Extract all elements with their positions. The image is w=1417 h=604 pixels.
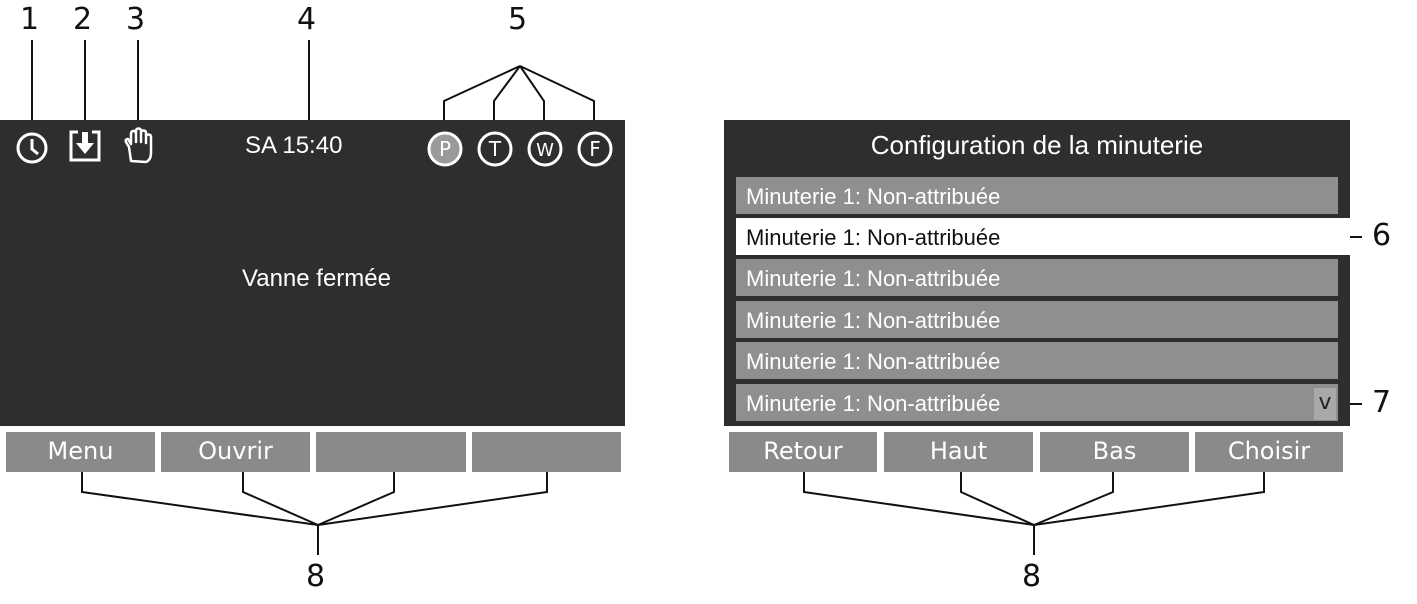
download-icon xyxy=(69,130,101,162)
list-item[interactable]: Minuterie 1: Non-attribuée xyxy=(736,259,1338,296)
callout-2: 2 xyxy=(73,2,93,37)
callout-7: 7 xyxy=(1372,385,1392,420)
callout-3: 3 xyxy=(126,2,146,37)
scroll-down-indicator[interactable]: v xyxy=(1314,388,1336,420)
mode-badge-w: W xyxy=(527,131,563,167)
softkey-retour[interactable]: Retour xyxy=(729,432,877,472)
softkey-haut[interactable]: Haut xyxy=(884,432,1033,472)
svg-text:F: F xyxy=(589,137,601,161)
mode-badge-p: P xyxy=(427,131,463,167)
list-item[interactable]: Minuterie 1: Non-attribuée xyxy=(736,177,1338,214)
list-item[interactable]: Minuterie 1: Non-attribuée xyxy=(736,342,1338,379)
clock-icon xyxy=(16,132,48,164)
svg-text:W: W xyxy=(536,140,554,161)
status-time: SA 15:40 xyxy=(245,132,343,159)
softkey-3-empty[interactable] xyxy=(316,432,466,472)
mode-badge-t: T xyxy=(477,131,513,167)
svg-text:P: P xyxy=(439,137,451,161)
softkey-ouvrir[interactable]: Ouvrir xyxy=(161,432,310,472)
callout-4: 4 xyxy=(297,2,317,37)
screen-title: Configuration de la minuterie xyxy=(870,130,1204,160)
callout-6: 6 xyxy=(1372,218,1392,253)
callout-5: 5 xyxy=(508,2,528,37)
callout-8-left: 8 xyxy=(306,559,326,594)
list-item[interactable]: Minuterie 1: Non-attribuée xyxy=(736,384,1338,421)
list-item[interactable]: Minuterie 1: Non-attribuée xyxy=(736,301,1338,338)
main-display-screen xyxy=(0,120,625,426)
softkey-4-empty[interactable] xyxy=(472,432,621,472)
hand-icon xyxy=(124,127,153,164)
valve-status-message: Vanne fermée xyxy=(242,265,391,292)
list-item-selected[interactable]: Minuterie 1: Non-attribuée xyxy=(736,218,1350,255)
callout-1: 1 xyxy=(20,2,40,37)
mode-badge-f: F xyxy=(577,131,613,167)
callout-8-right: 8 xyxy=(1022,559,1042,594)
softkey-menu[interactable]: Menu xyxy=(6,432,155,472)
svg-text:T: T xyxy=(488,137,502,161)
softkey-bas[interactable]: Bas xyxy=(1040,432,1189,472)
softkey-choisir[interactable]: Choisir xyxy=(1195,432,1343,472)
